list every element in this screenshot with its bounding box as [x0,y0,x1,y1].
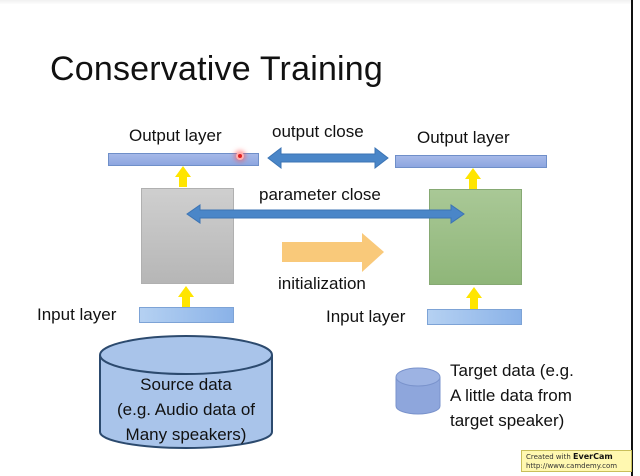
initialization-arrow [282,233,384,272]
watermark-brand: EverCam [573,452,613,461]
evercam-watermark: Created with EverCam http://www.camdemy.… [521,450,632,472]
target-input-layer [427,309,522,325]
output-close-label: output close [272,122,364,141]
source-data-line-2: (e.g. Audio data of [117,400,255,419]
source-input-layer [139,307,234,323]
target-data-line-3: target speaker) [450,411,565,430]
target-output-up-arrow [465,168,481,189]
watermark-url: http://www.camdemy.com [526,462,618,470]
source-data-line-1: Source data [140,375,232,394]
margin-strip [633,0,640,476]
source-output-layer-label: Output layer [129,126,222,145]
source-output-layer [108,153,259,166]
target-data-line-1: Target data (e.g. [450,361,574,380]
watermark-prefix: Created with [526,453,574,461]
target-data-line-2: A little data from [450,386,572,405]
source-input-layer-label: Input layer [37,305,117,324]
slide-title: Conservative Training [50,50,384,88]
target-output-layer [395,155,547,168]
parameter-close-arrow [186,204,465,224]
source-hidden-layers [141,188,234,284]
target-output-layer-label: Output layer [417,128,510,147]
target-data-cylinder [395,367,441,415]
source-data-cylinder [99,335,273,449]
source-data-label: Source data (e.g. Audio data of Many spe… [100,372,272,447]
target-input-layer-label: Input layer [326,307,406,326]
parameter-close-label: parameter close [259,185,381,204]
source-input-up-arrow [178,286,194,307]
top-edge [0,0,631,4]
source-data-line-3: Many speakers) [125,425,247,444]
pointer-cursor-icon [236,152,244,160]
target-input-up-arrow [466,287,482,309]
slide-right-border [631,0,633,476]
output-close-arrow [267,146,389,170]
source-output-up-arrow [175,166,191,187]
initialization-label: initialization [278,274,366,293]
target-hidden-layers [429,189,522,285]
target-data-label: Target data (e.g. A little data from tar… [450,358,574,433]
